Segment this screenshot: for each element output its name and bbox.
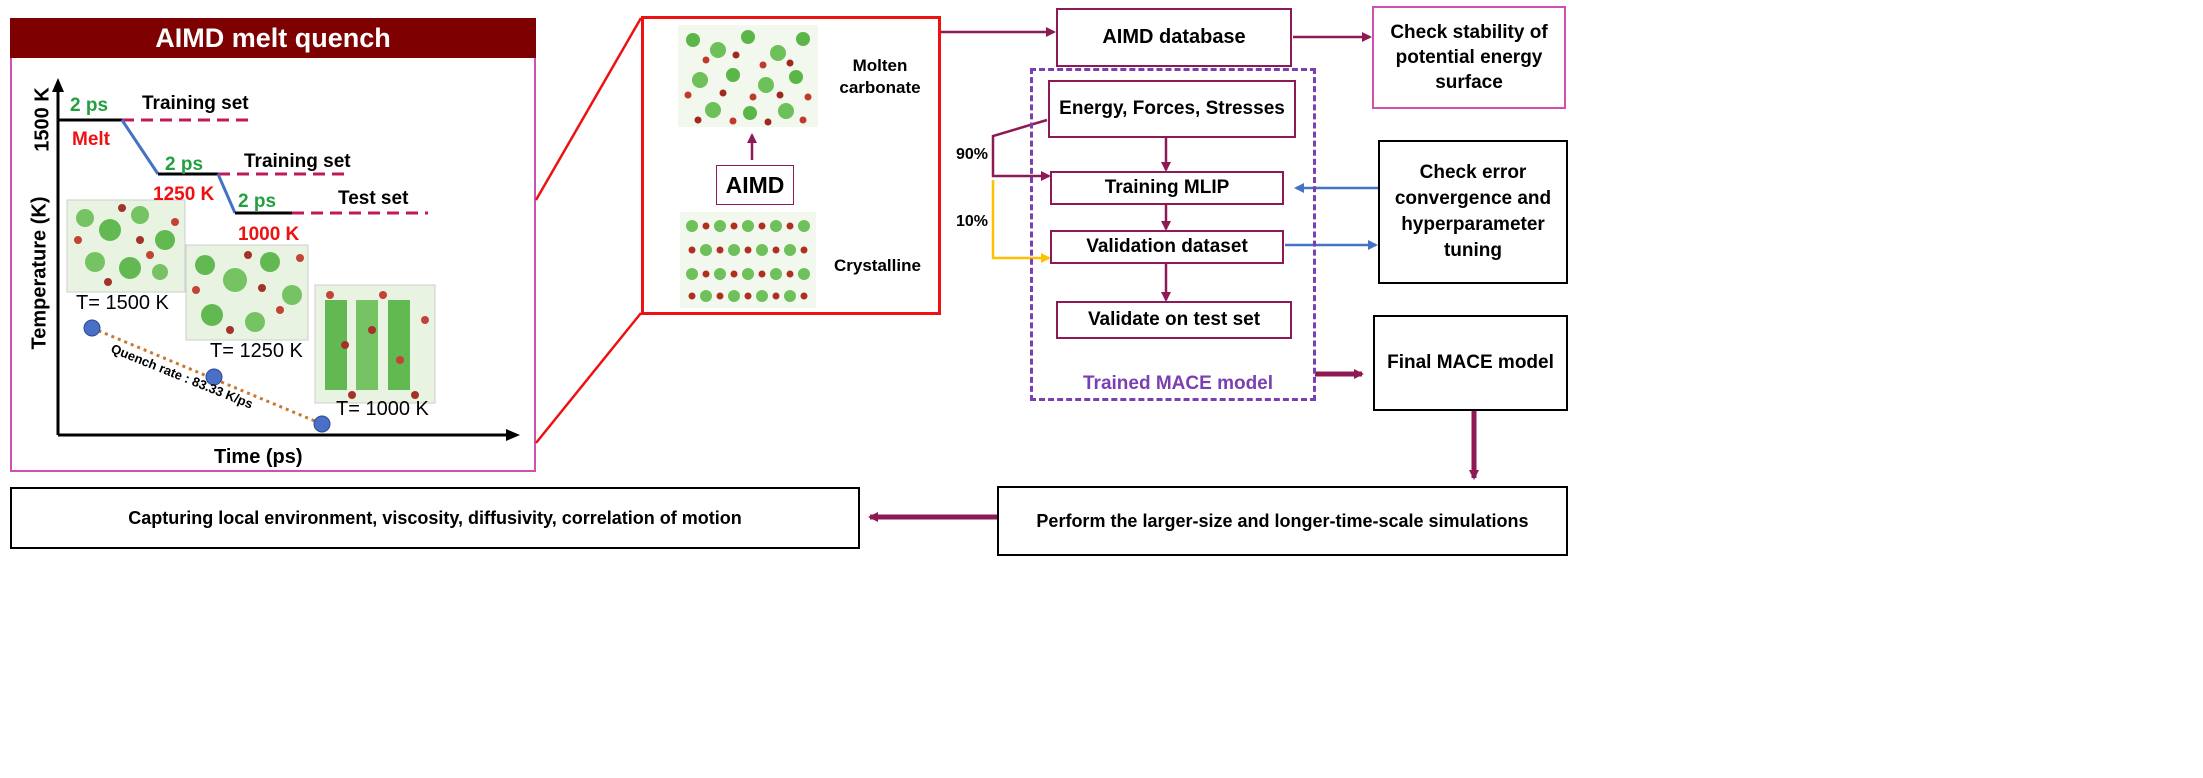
snapshot-1250-label: T= 1250 K: [210, 340, 303, 362]
efs-box: Energy, Forces, Stresses: [1048, 80, 1296, 138]
zoom-line-bottom: [535, 312, 642, 444]
x-axis-arrowhead: [506, 429, 520, 441]
snapshot-1500-label: T= 1500 K: [76, 292, 169, 314]
aimd-panel: [641, 16, 941, 315]
capturing-box: Capturing local environment, viscosity, …: [10, 487, 860, 549]
zoom-line-top: [534, 17, 643, 201]
stage3-duration: 2 ps: [238, 191, 277, 212]
aimd-center-label: AIMD: [725, 171, 785, 198]
validation-box: Validation dataset: [1050, 230, 1284, 264]
error-check-label: Check error convergence and hyperparamet…: [1394, 162, 1552, 261]
quench-ramp-2: [216, 173, 237, 214]
capturing-label: Capturing local environment, viscosity, …: [128, 507, 742, 528]
split-90-arrow: [991, 118, 1051, 181]
database-label: AIMD database: [1102, 26, 1246, 48]
validation-label: Validation dataset: [1086, 236, 1248, 257]
structure-snapshot-1250: [185, 244, 309, 341]
stability-box: Check stability of potential energy surf…: [1372, 6, 1566, 109]
training-box: Training MLIP: [1050, 171, 1284, 205]
x-axis-label: Time (ps): [214, 446, 303, 468]
y-axis-arrowhead: [52, 78, 64, 92]
stage2-duration: 2 ps: [165, 154, 204, 175]
structure-snapshot-1500: [66, 199, 186, 293]
stage3-temp: 1000 K: [238, 224, 300, 245]
quench-point-1250: [205, 368, 223, 386]
structure-snapshot-1000: [314, 284, 436, 404]
stage3-label: Test set: [338, 188, 409, 209]
simulations-box: Perform the larger-size and longer-time-…: [997, 486, 1568, 556]
database-box: AIMD database: [1056, 8, 1292, 67]
melt-quench-title-bar: AIMD melt quench: [10, 18, 536, 58]
stage2-temp: 1250 K: [153, 184, 215, 205]
split-90-label: 90%: [956, 146, 989, 163]
test-label: Validate on test set: [1087, 309, 1261, 330]
final-model-label: Final MACE model: [1387, 352, 1554, 373]
training-label: Training MLIP: [1104, 177, 1230, 198]
quench-ramp-1: [120, 119, 160, 175]
final-model-box: Final MACE model: [1373, 315, 1568, 411]
snapshot-1000-label: T= 1000 K: [336, 398, 429, 420]
trained-mace-label: Trained MACE model: [1083, 373, 1274, 394]
trained-mace-dashed-box: [1030, 68, 1316, 401]
melt-quench-plot: Quench rate : 83.33 K/ps: [52, 78, 520, 441]
aimd-center-box: AIMD: [716, 165, 794, 205]
molten-structure: [678, 25, 818, 127]
efs-label: Energy, Forces, Stresses: [1059, 98, 1285, 119]
crystalline-label: Crystalline: [834, 256, 921, 275]
melt-label: Melt: [72, 129, 110, 150]
quench-point-1500: [83, 319, 101, 337]
stage2-label: Training set: [244, 151, 351, 172]
stability-label: Check stability of potential energy surf…: [1390, 22, 1548, 93]
melt-quench-title: AIMD melt quench: [155, 22, 391, 53]
stage1-label: Training set: [142, 93, 249, 114]
molten-label: Molten carbonate: [839, 56, 921, 97]
stage1-duration: 2 ps: [70, 95, 109, 116]
simulations-label: Perform the larger-size and longer-time-…: [1036, 510, 1529, 531]
crystalline-structure: [680, 212, 816, 308]
error-check-box: Check error convergence and hyperparamet…: [1378, 140, 1568, 284]
test-box: Validate on test set: [1056, 301, 1292, 339]
melt-quench-panel: [10, 58, 536, 472]
split-10-label: 10%: [956, 213, 989, 230]
quench-point-1000: [313, 415, 331, 433]
